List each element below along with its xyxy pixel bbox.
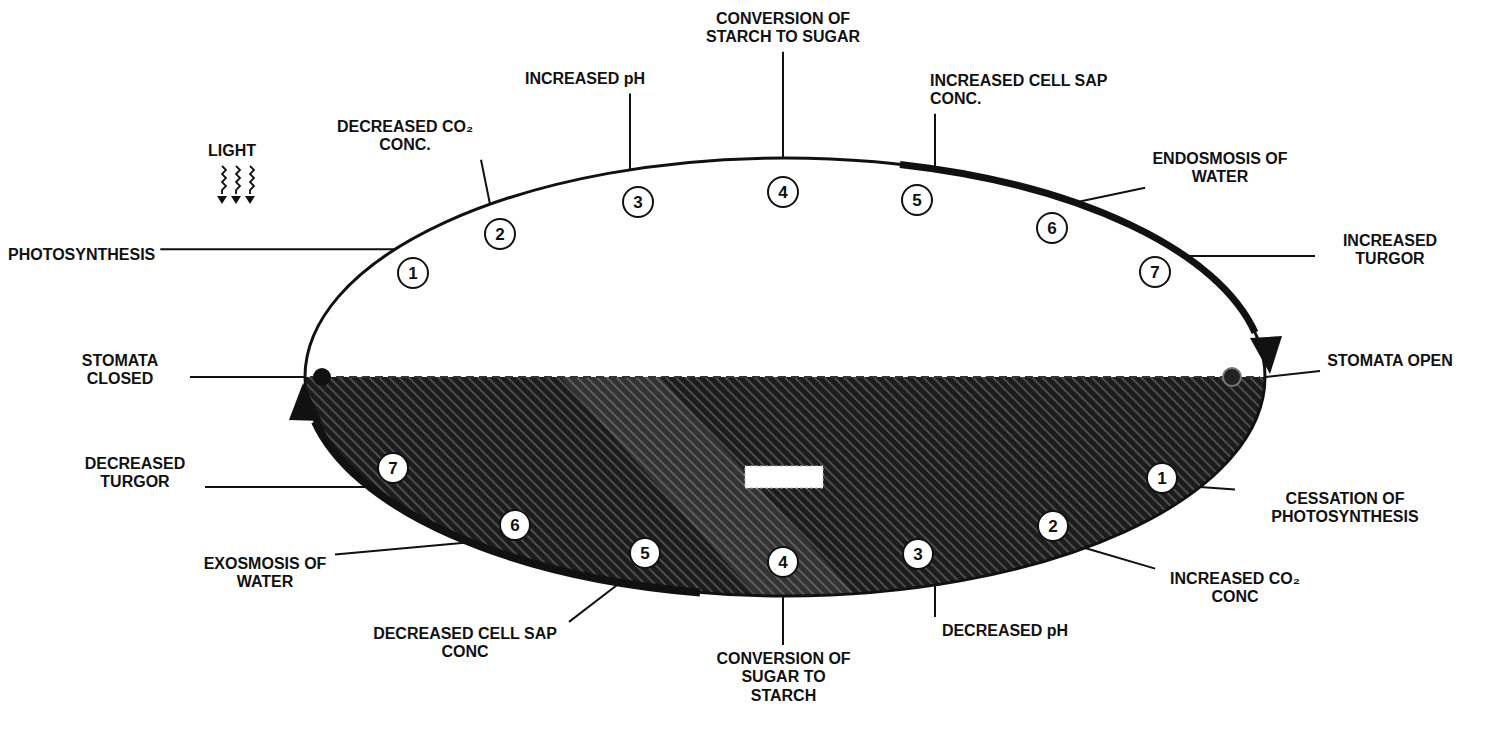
cycle-label: PHOTOSYNTHESIS bbox=[8, 246, 155, 264]
cycle-label: INCREASED TURGOR bbox=[1320, 232, 1460, 269]
divider-line bbox=[310, 376, 1260, 378]
step-number: 6 bbox=[510, 517, 519, 534]
leader-line bbox=[782, 596, 784, 645]
night-arc-thick bbox=[315, 422, 700, 593]
cycle-label: STOMATA OPEN bbox=[1325, 352, 1455, 370]
step-number: 2 bbox=[1048, 518, 1057, 535]
leader-line bbox=[1085, 548, 1155, 569]
leader-line bbox=[569, 583, 620, 622]
cycle-label: DECREASED CELL SAP CONC bbox=[365, 625, 565, 662]
step-number-circle: 5 bbox=[901, 184, 933, 216]
step-number-circle: 5 bbox=[629, 537, 661, 569]
leader-line bbox=[1075, 188, 1145, 203]
step-number-circle: 3 bbox=[622, 186, 654, 218]
cycle-label: ENDOSMOSIS OF WATER bbox=[1150, 150, 1290, 187]
leader-line bbox=[160, 248, 395, 250]
leader-line bbox=[934, 114, 936, 169]
step-number: 3 bbox=[633, 194, 642, 211]
step-number: 3 bbox=[913, 546, 922, 563]
step-number-circle: 7 bbox=[1139, 256, 1171, 288]
light-band bbox=[560, 377, 860, 600]
step-number: 7 bbox=[1150, 264, 1159, 281]
leader-line bbox=[205, 486, 370, 488]
white-patch bbox=[745, 466, 823, 488]
light-ray-heads bbox=[217, 196, 255, 204]
step-number: 1 bbox=[408, 265, 417, 282]
night-arc bbox=[305, 377, 1265, 596]
step-number: 5 bbox=[640, 545, 649, 562]
step-number-circle: 2 bbox=[1037, 510, 1069, 542]
cycle-label: INCREASED CO₂ CONC bbox=[1160, 570, 1310, 607]
cycle-label: DECREASED TURGOR bbox=[70, 455, 200, 492]
leader-line bbox=[1266, 371, 1320, 377]
dark-half bbox=[305, 377, 1265, 596]
leader-line bbox=[629, 93, 631, 169]
step-number-circle: 2 bbox=[484, 218, 516, 250]
leader-line bbox=[1200, 487, 1235, 490]
cycle-label: CONVERSION OF SUGAR TO STARCH bbox=[716, 650, 851, 705]
step-number: 6 bbox=[1047, 220, 1056, 237]
cycle-label: DECREASED CO₂ CONC. bbox=[330, 118, 480, 155]
step-number-circle: 4 bbox=[767, 546, 799, 578]
end-dot bbox=[313, 368, 331, 386]
cycle-label: STOMATA CLOSED bbox=[55, 352, 185, 389]
step-number-circle: 6 bbox=[1036, 212, 1068, 244]
light-rays bbox=[222, 166, 254, 194]
leader-lines bbox=[160, 52, 1320, 645]
arrow-head bbox=[1250, 336, 1282, 374]
step-number-circle: 4 bbox=[767, 176, 799, 208]
step-number: 2 bbox=[495, 226, 504, 243]
cycle-label: CONVERSION OF STARCH TO SUGAR bbox=[703, 10, 863, 47]
step-number-circle: 1 bbox=[1146, 462, 1178, 494]
step-number: 4 bbox=[778, 554, 787, 571]
leader-line bbox=[782, 52, 784, 158]
step-number-circle: 1 bbox=[397, 257, 429, 289]
leader-line bbox=[1185, 255, 1315, 257]
step-number-circle: 6 bbox=[499, 509, 531, 541]
day-arc-thick bbox=[900, 164, 1255, 332]
leader-line bbox=[934, 585, 936, 617]
leader-line bbox=[335, 542, 470, 554]
step-number: 7 bbox=[388, 460, 397, 477]
step-number: 1 bbox=[1157, 470, 1166, 487]
leader-line bbox=[190, 376, 306, 378]
step-number-circle: 7 bbox=[377, 452, 409, 484]
leader-line bbox=[481, 160, 490, 205]
cycle-label: CESSATION OF PHOTOSYNTHESIS bbox=[1240, 490, 1450, 527]
cycle-label: INCREASED CELL SAP CONC. bbox=[930, 72, 1160, 109]
cycle-label: EXOSMOSIS OF WATER bbox=[200, 555, 330, 592]
cycle-label: INCREASED pH bbox=[515, 70, 655, 88]
cycle-label: LIGHT bbox=[208, 142, 256, 160]
step-number: 5 bbox=[912, 192, 921, 209]
end-dot bbox=[1223, 368, 1241, 386]
arrow-head bbox=[289, 383, 322, 421]
day-arc bbox=[305, 158, 1265, 377]
step-number-circle: 3 bbox=[902, 538, 934, 570]
cycle-label: DECREASED pH bbox=[925, 622, 1085, 640]
step-number: 4 bbox=[778, 184, 787, 201]
